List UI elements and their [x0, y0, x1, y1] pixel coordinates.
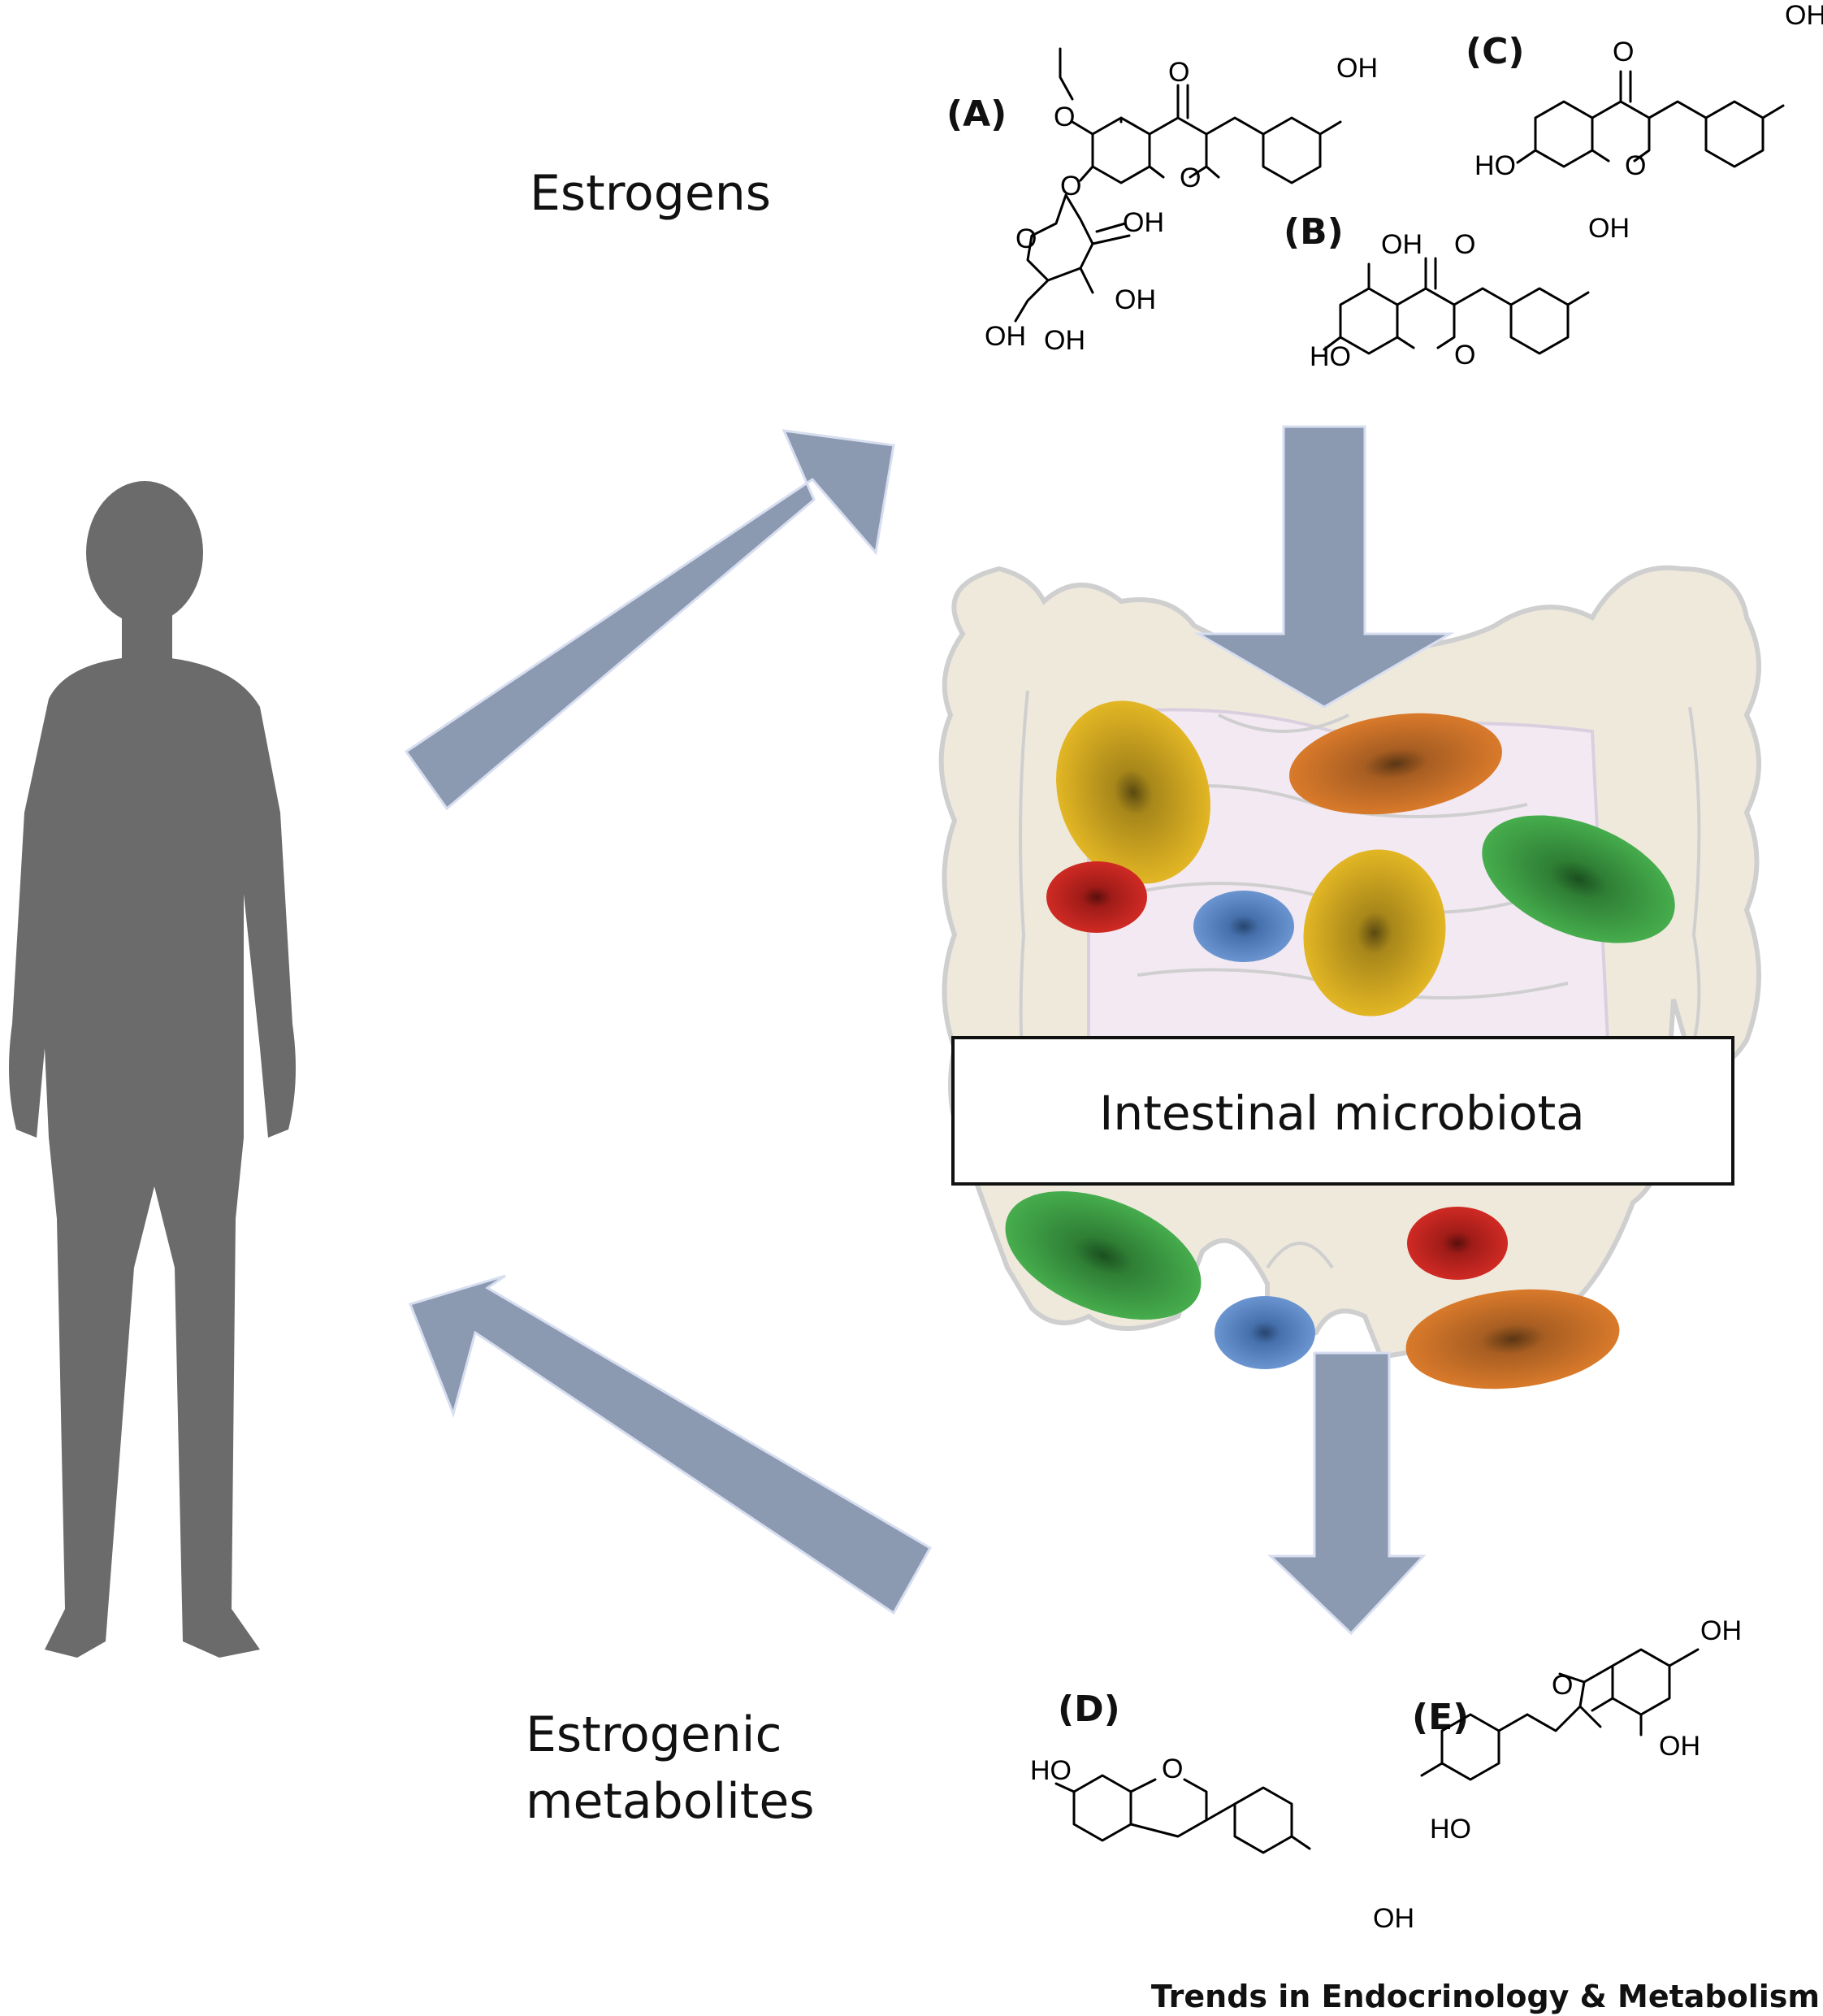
compound-label-b: (B) — [1284, 211, 1344, 253]
c-oh: OH — [1785, 0, 1823, 31]
microbes-lower — [1005, 1191, 1620, 1390]
microbe-blue — [1193, 891, 1294, 962]
microbe-blue — [1215, 1296, 1315, 1369]
microbe-yellow — [1056, 700, 1210, 884]
structure-c: O OH HO O — [1474, 0, 1823, 181]
arrow-down-into-gut — [1193, 425, 1455, 709]
structure-d: HO O OH — [1030, 1754, 1414, 1934]
structure-e: OH O OH HO — [1420, 1615, 1742, 1845]
c-carbonyl-o: O — [1613, 37, 1634, 67]
c-ho: HO — [1474, 150, 1516, 181]
a-sugar-oh-1: OH — [1123, 207, 1164, 238]
a-carbonyl-o: O — [1168, 57, 1189, 88]
e-oh-top: OH — [1700, 1615, 1742, 1646]
microbe-green — [1005, 1191, 1202, 1320]
d-oh: OH — [1373, 1903, 1414, 1934]
e-carbonyl-o: O — [1552, 1670, 1573, 1701]
a-oh: OH — [1336, 53, 1378, 84]
b-ho-left: HO — [1310, 341, 1351, 372]
c-ring-o: O — [1625, 150, 1646, 181]
microbes-upper — [1046, 700, 1675, 1017]
a-ring-o: O — [1180, 163, 1201, 193]
microbe-red — [1046, 861, 1147, 933]
compound-label-d: (D) — [1058, 1689, 1120, 1730]
b-oh-top: OH — [1381, 229, 1422, 260]
d-ho: HO — [1030, 1755, 1072, 1786]
microbe-red — [1407, 1207, 1508, 1280]
compound-label-c: (C) — [1466, 31, 1525, 72]
arrow-down-to-metabolites — [1267, 1351, 1427, 1636]
a-sugar-oh-3: OH — [1044, 325, 1085, 356]
microbe-yellow — [1303, 849, 1446, 1017]
e-ho: HO — [1430, 1814, 1471, 1845]
structure-b: OH O OH HO O — [1310, 213, 1630, 372]
arrow-to-estrogens — [404, 429, 895, 811]
e-oh-bottom: OH — [1659, 1731, 1700, 1762]
a-sugar-o: O — [1015, 223, 1037, 254]
journal-name: Trends in Endocrinology & Metabolism — [1151, 1979, 1820, 2014]
b-carbonyl-o: O — [1454, 229, 1475, 260]
arrow-metabolites-to-human — [409, 1274, 933, 1615]
structure-a: O OH O O O O OH OH OH OH — [985, 47, 1378, 356]
intestinal-microbiota-label: Intestinal microbiota — [1099, 1086, 1584, 1141]
compound-label-e: (E) — [1412, 1697, 1469, 1738]
a-methoxy-o: O — [1054, 102, 1075, 132]
intestinal-microbiota-box: Intestinal microbiota — [951, 1036, 1734, 1186]
compound-label-a: (A) — [946, 93, 1007, 135]
estrogenic-metabolites-label-line1: Estrogenic — [526, 1706, 782, 1763]
human-silhouette — [9, 481, 296, 1658]
estrogens-label: Estrogens — [530, 165, 771, 222]
estrogenic-metabolites-label-line2: metabolites — [526, 1773, 815, 1830]
microbe-orange — [1405, 1289, 1620, 1390]
a-sugar-oh-2: OH — [1115, 284, 1156, 315]
a-sugar-oh-4: OH — [985, 321, 1026, 352]
b-ring-o: O — [1454, 340, 1475, 371]
microbe-orange — [1289, 713, 1502, 815]
b-oh-right: OH — [1588, 213, 1630, 244]
microbe-green — [1482, 815, 1675, 943]
a-glycoside-o: O — [1060, 171, 1081, 202]
d-ring-o: O — [1162, 1754, 1183, 1784]
